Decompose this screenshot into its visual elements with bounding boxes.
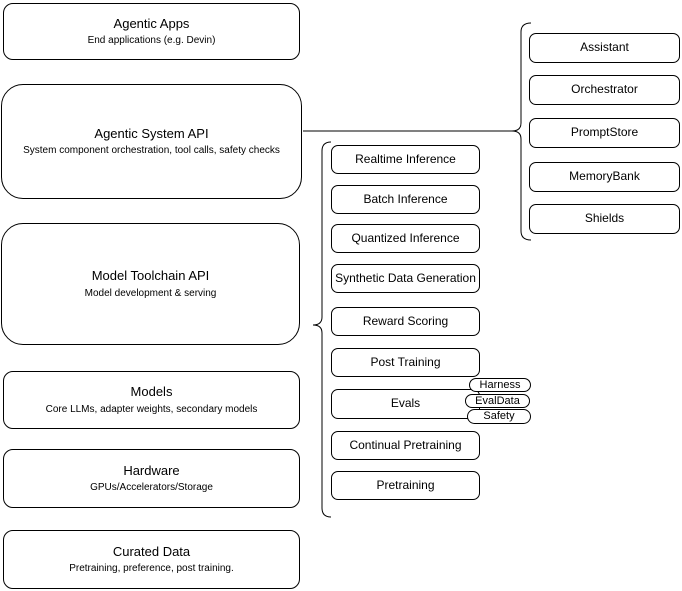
node-hardware[interactable]: Hardware GPUs/Accelerators/Storage	[3, 449, 300, 508]
node-label: Pretraining	[376, 477, 435, 492]
node-subtitle: System component orchestration, tool cal…	[23, 145, 280, 157]
node-subtitle: End applications (e.g. Devin)	[87, 35, 216, 47]
node-orchestrator[interactable]: Orchestrator	[529, 75, 680, 105]
node-realtime-inference[interactable]: Realtime Inference	[331, 145, 480, 174]
node-label: MemoryBank	[569, 169, 640, 184]
node-post-training[interactable]: Post Training	[331, 348, 480, 377]
node-evals[interactable]: Evals	[331, 389, 480, 419]
node-label: Batch Inference	[363, 191, 448, 206]
node-label: Synthetic Data Generation	[335, 270, 476, 285]
node-agentic-apps[interactable]: Agentic Apps End applications (e.g. Devi…	[3, 3, 300, 60]
node-title: Agentic System API	[94, 125, 209, 141]
node-label: Realtime Inference	[355, 151, 456, 166]
node-reward-scoring[interactable]: Reward Scoring	[331, 307, 480, 336]
tag-safety[interactable]: Safety	[467, 409, 531, 424]
node-title: Agentic Apps	[113, 15, 190, 31]
node-title: Hardware	[123, 462, 180, 478]
node-label: Quantized Inference	[351, 230, 460, 245]
node-curated-data[interactable]: Curated Data Pretraining, preference, po…	[3, 530, 300, 589]
toolchain-services-curly-brace	[312, 141, 332, 518]
node-label: Shields	[584, 211, 625, 226]
node-label: PromptStore	[570, 125, 639, 140]
system-components-curly-brace	[511, 22, 532, 241]
node-agentic-system-api[interactable]: Agentic System API System component orch…	[1, 84, 302, 199]
node-models[interactable]: Models Core LLMs, adapter weights, secon…	[3, 371, 300, 429]
node-label: Post Training	[370, 354, 441, 369]
node-synthetic-data-generation[interactable]: Synthetic Data Generation	[331, 264, 480, 293]
node-label: Reward Scoring	[362, 313, 449, 328]
node-promptstore[interactable]: PromptStore	[529, 118, 680, 148]
node-memorybank[interactable]: MemoryBank	[529, 162, 680, 192]
tag-harness[interactable]: Harness	[469, 378, 531, 392]
tag-label: Safety	[483, 410, 515, 422]
node-label: Orchestrator	[571, 82, 638, 97]
node-label: Continual Pretraining	[349, 437, 462, 452]
node-continual-pretraining[interactable]: Continual Pretraining	[331, 431, 480, 460]
node-label: Evals	[390, 396, 421, 411]
node-title: Curated Data	[112, 543, 191, 559]
node-model-toolchain-api[interactable]: Model Toolchain API Model development & …	[1, 223, 300, 345]
tag-evaldata[interactable]: EvalData	[465, 394, 530, 408]
node-shields[interactable]: Shields	[529, 204, 680, 234]
node-batch-inference[interactable]: Batch Inference	[331, 185, 480, 214]
tag-label: EvalData	[475, 394, 520, 407]
node-title: Model Toolchain API	[91, 268, 210, 284]
node-quantized-inference[interactable]: Quantized Inference	[331, 224, 480, 253]
node-label: Assistant	[580, 40, 629, 55]
tag-label: Harness	[479, 378, 521, 391]
node-subtitle: Pretraining, preference, post training.	[69, 563, 234, 575]
node-subtitle: Model development & serving	[84, 287, 217, 299]
node-title: Models	[130, 384, 173, 400]
node-assistant[interactable]: Assistant	[529, 33, 680, 63]
node-subtitle: Core LLMs, adapter weights, secondary mo…	[45, 403, 258, 415]
node-subtitle: GPUs/Accelerators/Storage	[90, 482, 213, 494]
node-pretraining[interactable]: Pretraining	[331, 471, 480, 500]
